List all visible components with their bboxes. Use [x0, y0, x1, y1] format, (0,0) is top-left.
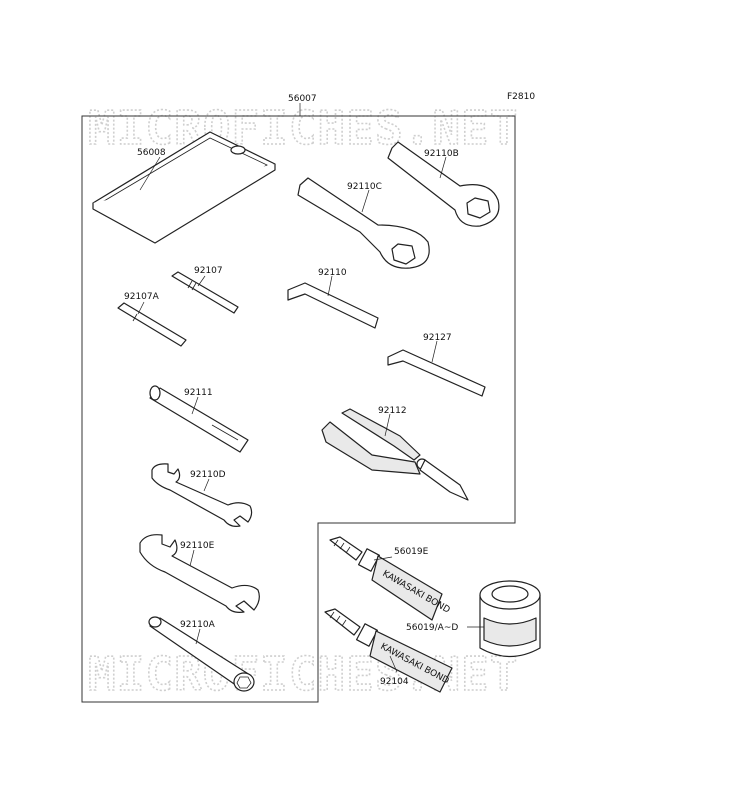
label-56019: 56019/A~D	[406, 623, 458, 633]
leader-92110b	[439, 156, 447, 179]
hex-key-small	[387, 349, 486, 397]
screwdriver-handle	[149, 385, 249, 453]
label-92127: 92127	[423, 333, 452, 343]
watermark-top: MICROFICHES.NET	[88, 101, 518, 155]
leader-56019e	[373, 556, 393, 561]
bond-can	[479, 580, 541, 657]
leader-92110c	[361, 189, 370, 213]
bag-leader	[139, 156, 161, 191]
leader-92104	[389, 655, 398, 673]
open-wrench-d	[151, 463, 253, 527]
leader-92107a	[137, 301, 145, 315]
label-92110a: 92110A	[180, 620, 216, 630]
ring-wrench-b	[387, 141, 500, 227]
bond-tube-e: KAWASAKI BOND	[329, 536, 452, 621]
figure-code: F2810	[507, 92, 535, 102]
label-92110: 92110	[318, 268, 347, 278]
screwdriver-bit	[171, 271, 239, 314]
leader-92111	[191, 396, 199, 415]
label-56008: 56008	[137, 148, 166, 158]
label-92111: 92111	[184, 388, 213, 398]
socket-wrench-a	[148, 616, 255, 692]
label-92110e: 92110E	[180, 541, 215, 551]
label-92110d: 92110D	[190, 470, 226, 480]
tool-bag	[92, 131, 276, 244]
leader-92107	[197, 275, 206, 287]
leader-92110a	[195, 628, 201, 645]
ring-wrench-c	[297, 177, 430, 269]
label-92112: 92112	[378, 406, 407, 416]
label-56019e: 56019E	[394, 547, 429, 557]
watermark-bottom: MICROFICHES.NET	[88, 647, 518, 701]
pliers	[321, 408, 469, 501]
screwdriver-bit-a	[117, 302, 187, 347]
label-92110b: 92110B	[424, 149, 459, 159]
bond-tube-104: KAWASAKI BOND	[324, 608, 453, 693]
label-92110c: 92110C	[347, 182, 382, 192]
leader-92112	[384, 413, 391, 437]
leader-92110e	[189, 549, 195, 567]
kit-frame	[81, 115, 516, 703]
label-92107a: 92107A	[124, 292, 160, 302]
leader-92110	[327, 275, 333, 297]
open-wrench-e	[139, 534, 260, 613]
assembly-label: 56007	[288, 94, 317, 104]
leader-92110d	[203, 478, 210, 492]
leader-92127	[431, 340, 438, 363]
label-92104: 92104	[380, 677, 409, 687]
label-92107: 92107	[194, 266, 223, 276]
hex-key-large	[287, 282, 379, 329]
